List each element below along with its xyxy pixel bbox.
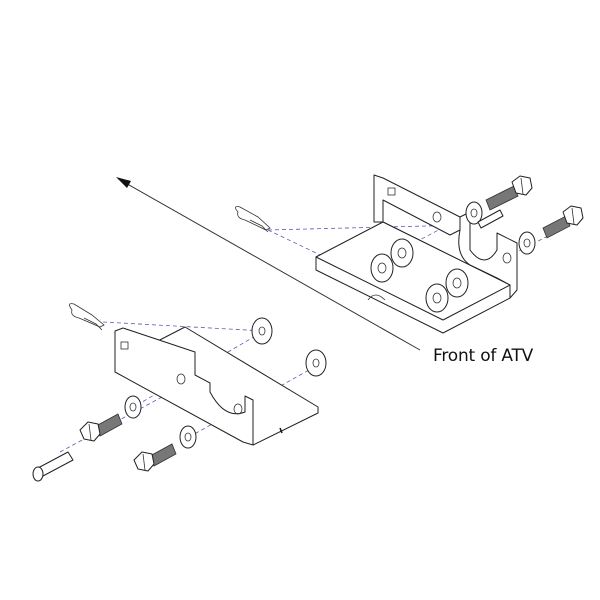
front-of-atv-callout: Front of ATV bbox=[433, 346, 534, 366]
upper-clevis-pin bbox=[477, 209, 504, 229]
lower-bracket-assembly bbox=[32, 303, 327, 482]
lower-bracket bbox=[114, 326, 319, 446]
upper-hex-bolt-1 bbox=[485, 175, 533, 211]
lower-hex-bolt-1 bbox=[79, 413, 123, 442]
lower-hex-bolt-2 bbox=[133, 443, 177, 472]
upper-bracket bbox=[315, 174, 518, 334]
upper-bracket-assembly bbox=[235, 174, 584, 334]
front-direction-arrow bbox=[116, 177, 421, 351]
lower-clevis-pin bbox=[32, 451, 74, 482]
upper-washers bbox=[370, 201, 536, 313]
upper-hex-bolt-2 bbox=[542, 205, 584, 239]
lower-washers bbox=[124, 317, 327, 449]
upper-hitch-pin-clip bbox=[235, 206, 271, 233]
lower-hitch-pin-clip bbox=[69, 303, 105, 331]
